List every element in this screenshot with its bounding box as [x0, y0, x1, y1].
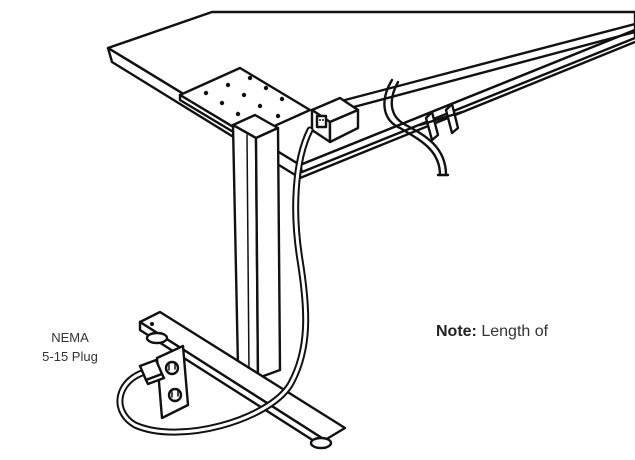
note-label: Note:	[436, 323, 477, 340]
hanger-bracket	[383, 78, 464, 177]
note-text: Length of	[481, 323, 549, 340]
plug	[138, 358, 166, 386]
wall-outlet	[155, 344, 190, 420]
note: Note: Length of	[436, 323, 548, 341]
plug-label-line1: NEMA	[51, 330, 89, 345]
plug-label: NEMA 5-15 Plug	[30, 328, 110, 366]
power-cord	[116, 126, 314, 436]
junction-box	[310, 96, 360, 144]
leg-foot	[138, 310, 347, 450]
plug-label-line2: 5-15 Plug	[42, 349, 98, 364]
leg-column	[231, 113, 282, 380]
